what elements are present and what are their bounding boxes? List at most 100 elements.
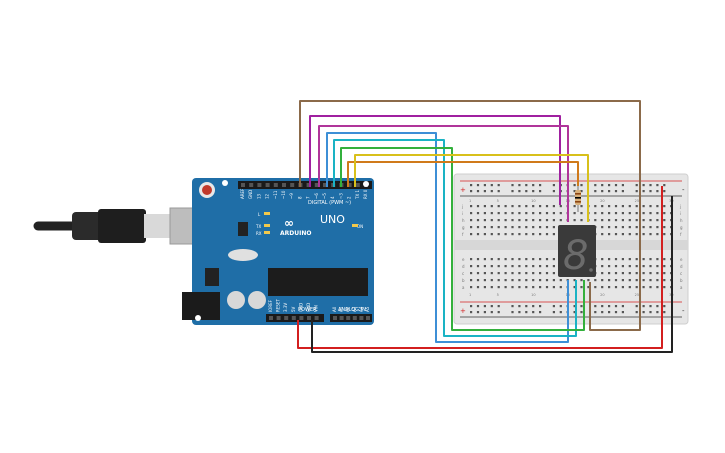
breadboard-hole[interactable] [552, 258, 555, 261]
breadboard-hole[interactable] [649, 226, 652, 229]
breadboard-hole[interactable] [621, 233, 624, 236]
breadboard-hole[interactable] [470, 226, 473, 229]
rail-hole[interactable] [649, 311, 652, 314]
breadboard-hole[interactable] [532, 286, 535, 289]
power-pin[interactable] [291, 316, 296, 320]
breadboard-hole[interactable] [642, 205, 645, 208]
breadboard-hole[interactable] [483, 212, 486, 215]
breadboard-hole[interactable] [649, 258, 652, 261]
breadboard-hole[interactable] [476, 286, 480, 289]
breadboard-hole[interactable] [511, 233, 514, 236]
breadboard-hole[interactable] [483, 272, 486, 275]
breadboard-hole[interactable] [559, 219, 562, 222]
rail-hole[interactable] [608, 311, 611, 314]
breadboard-hole[interactable] [504, 265, 507, 268]
breadboard-hole[interactable] [552, 279, 555, 282]
breadboard-hole[interactable] [539, 233, 542, 236]
rail-hole[interactable] [594, 311, 597, 314]
breadboard-hole[interactable] [628, 286, 631, 289]
breadboard-hole[interactable] [649, 286, 652, 289]
breadboard-hole[interactable] [504, 205, 507, 208]
digital-pin[interactable] [273, 183, 278, 187]
breadboard-hole[interactable] [532, 272, 535, 275]
breadboard-hole[interactable] [663, 286, 666, 289]
breadboard-hole[interactable] [663, 205, 666, 208]
breadboard-hole[interactable] [483, 219, 486, 222]
breadboard-hole[interactable] [573, 205, 576, 208]
rail-hole[interactable] [601, 190, 604, 193]
breadboard-hole[interactable] [504, 212, 507, 215]
rail-hole[interactable] [663, 305, 666, 308]
breadboard-hole[interactable] [601, 226, 604, 229]
breadboard-hole[interactable] [580, 212, 583, 215]
breadboard-hole[interactable] [573, 212, 576, 215]
breadboard-hole[interactable] [470, 205, 473, 208]
rail-hole[interactable] [635, 311, 638, 314]
analog-pin[interactable] [359, 316, 364, 320]
breadboard-hole[interactable] [656, 219, 659, 222]
breadboard-hole[interactable] [656, 233, 659, 236]
analog-pin[interactable] [333, 316, 337, 320]
breadboard-hole[interactable] [614, 226, 618, 229]
breadboard-hole[interactable] [656, 258, 659, 261]
digital-pin[interactable] [355, 183, 360, 187]
rail-hole[interactable] [539, 311, 542, 314]
breadboard-hole[interactable] [545, 219, 549, 222]
breadboard-hole[interactable] [621, 265, 624, 268]
breadboard-hole[interactable] [483, 226, 486, 229]
breadboard-hole[interactable] [601, 258, 604, 261]
breadboard-hole[interactable] [608, 272, 611, 275]
breadboard-hole[interactable] [649, 272, 652, 275]
breadboard-hole[interactable] [511, 205, 514, 208]
breadboard-hole[interactable] [635, 279, 638, 282]
rail-hole[interactable] [518, 305, 521, 308]
digital-pin[interactable] [282, 183, 286, 187]
rail-hole[interactable] [490, 190, 493, 193]
breadboard-hole[interactable] [470, 272, 473, 275]
breadboard-hole[interactable] [608, 233, 611, 236]
breadboard-hole[interactable] [642, 258, 645, 261]
rail-hole[interactable] [621, 305, 624, 308]
rail-hole[interactable] [525, 305, 528, 308]
breadboard-hole[interactable] [525, 226, 528, 229]
breadboard-hole[interactable] [663, 258, 666, 261]
breadboard-hole[interactable] [497, 279, 500, 282]
rail-hole[interactable] [470, 311, 473, 314]
breadboard-hole[interactable] [497, 205, 500, 208]
power-pin[interactable] [299, 316, 304, 320]
rail-hole[interactable] [663, 190, 666, 193]
breadboard-hole[interactable] [642, 219, 645, 222]
breadboard-hole[interactable] [601, 279, 604, 282]
breadboard-hole[interactable] [532, 233, 535, 236]
breadboard-hole[interactable] [656, 279, 659, 282]
breadboard-hole[interactable] [642, 226, 645, 229]
breadboard-hole[interactable] [532, 219, 535, 222]
breadboard-hole[interactable] [525, 272, 528, 275]
digital-pin[interactable] [323, 183, 327, 187]
breadboard-hole[interactable] [504, 258, 507, 261]
breadboard-hole[interactable] [642, 265, 645, 268]
breadboard-hole[interactable] [628, 258, 631, 261]
rail-hole[interactable] [511, 305, 514, 308]
rail-hole[interactable] [601, 305, 604, 308]
rail-hole[interactable] [649, 305, 652, 308]
breadboard-hole[interactable] [559, 212, 562, 215]
breadboard-hole[interactable] [525, 233, 528, 236]
breadboard-hole[interactable] [580, 279, 583, 282]
breadboard-hole[interactable] [470, 279, 473, 282]
rail-hole[interactable] [656, 305, 659, 308]
rail-hole[interactable] [642, 311, 645, 314]
rail-hole[interactable] [552, 184, 555, 187]
breadboard-hole[interactable] [552, 272, 555, 275]
breadboard-hole[interactable] [545, 205, 549, 208]
breadboard-hole[interactable] [490, 272, 493, 275]
breadboard-hole[interactable] [559, 286, 562, 289]
breadboard-hole[interactable] [539, 226, 542, 229]
breadboard-hole[interactable] [518, 212, 521, 215]
rail-hole[interactable] [497, 311, 500, 314]
rail-hole[interactable] [642, 305, 645, 308]
rail-hole[interactable] [649, 190, 652, 193]
breadboard-hole[interactable] [635, 265, 638, 268]
rail-hole[interactable] [511, 311, 514, 314]
rail-hole[interactable] [552, 190, 555, 193]
